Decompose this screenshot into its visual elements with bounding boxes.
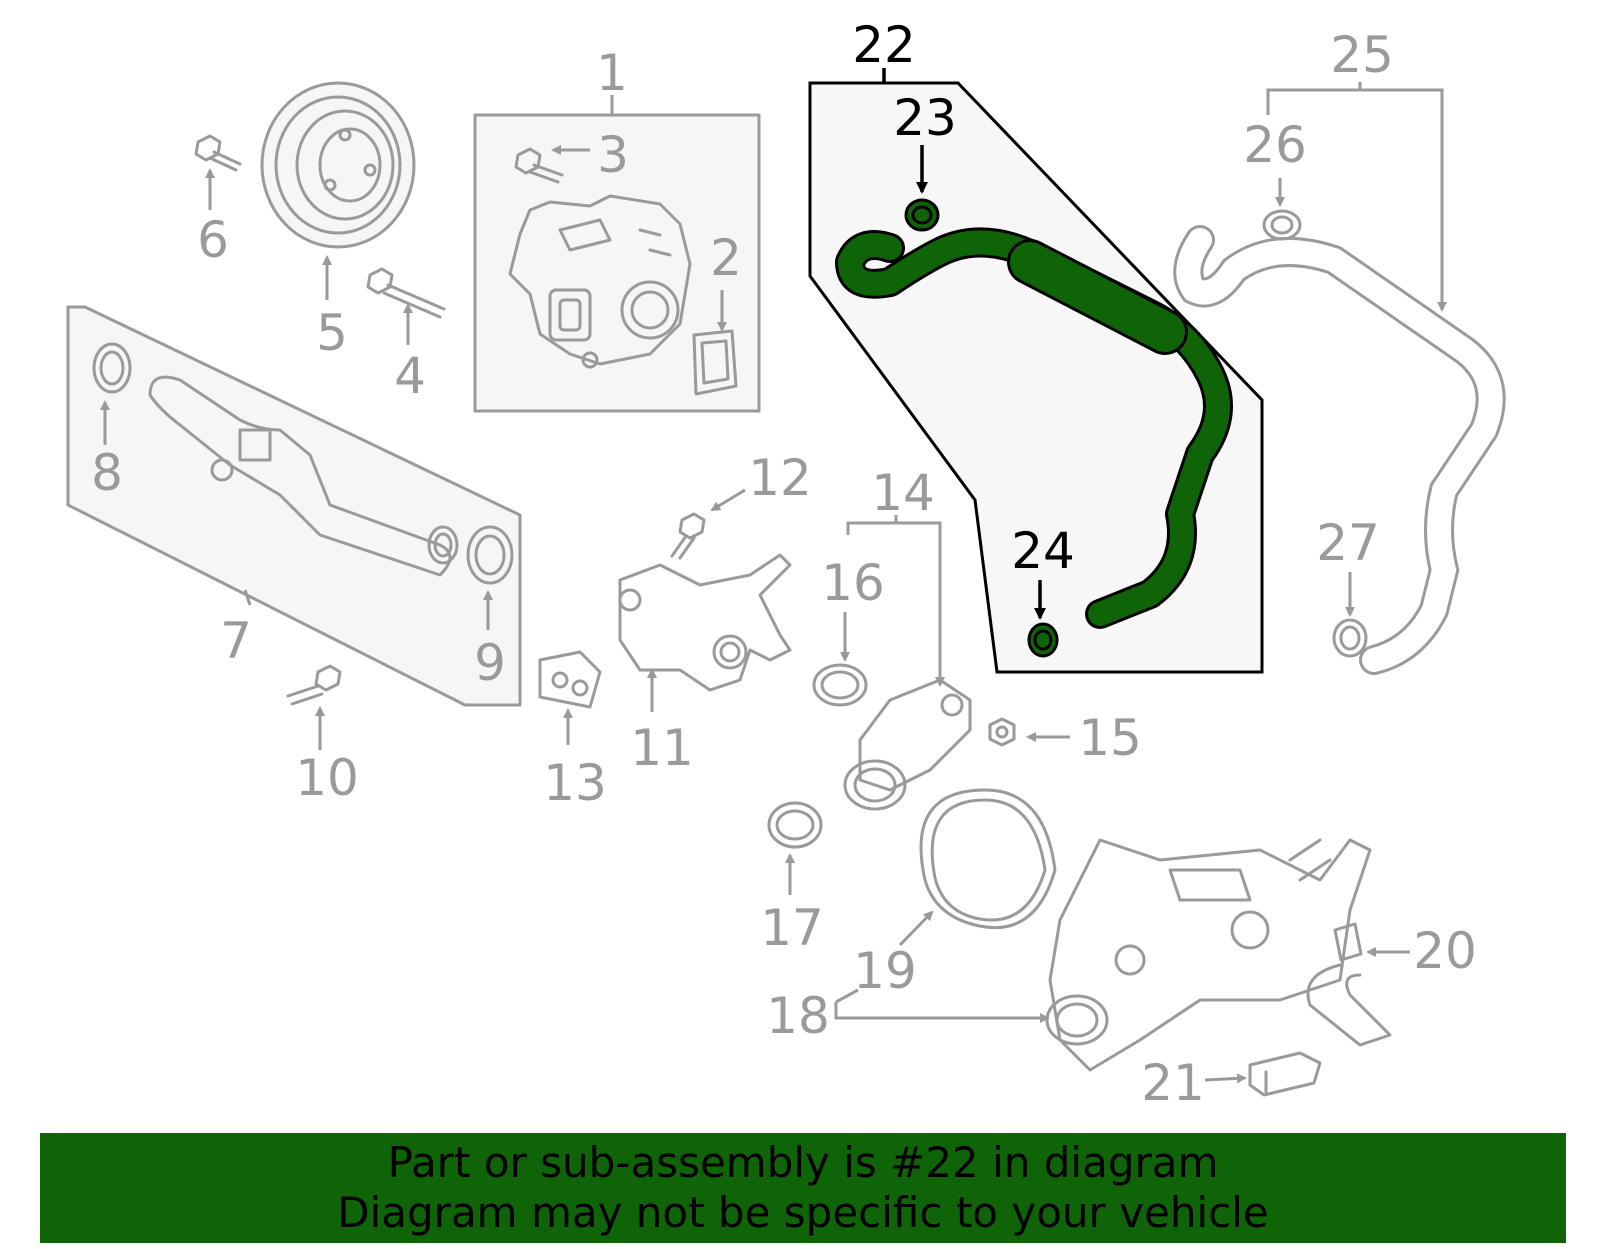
thermostat-assembly-18-part bbox=[1045, 838, 1372, 1072]
callout-23: 23 bbox=[893, 89, 957, 147]
footer-banner: Part or sub-assembly is #22 in diagram D… bbox=[40, 1133, 1566, 1243]
callout-9: 9 bbox=[474, 634, 506, 692]
callout-2: 2 bbox=[710, 229, 742, 287]
callout-22: 22 bbox=[852, 16, 916, 74]
callout-19: 19 bbox=[853, 942, 917, 1000]
clamp-24-part bbox=[1027, 622, 1059, 658]
callout-14: 14 bbox=[871, 464, 935, 522]
pipe-part bbox=[148, 375, 459, 577]
gasket-2-part bbox=[692, 329, 738, 396]
pulley-part bbox=[260, 81, 416, 249]
clamp-23-part bbox=[904, 198, 940, 232]
thermostat-housing-14-part bbox=[843, 678, 972, 811]
bolt-3-part bbox=[514, 147, 564, 184]
callout-12: 12 bbox=[748, 449, 812, 507]
gasket-13-part bbox=[538, 650, 602, 709]
clamp-26-part bbox=[1262, 209, 1302, 241]
callout-5: 5 bbox=[316, 304, 348, 362]
water-pump-part bbox=[508, 194, 692, 369]
callout-27: 27 bbox=[1316, 514, 1380, 572]
bolt-6-part bbox=[194, 134, 242, 172]
bolt-12-part bbox=[670, 512, 706, 560]
oring-9-part bbox=[466, 525, 514, 585]
callout-25: 25 bbox=[1330, 26, 1394, 84]
callout-26: 26 bbox=[1243, 116, 1307, 174]
oring-8-part bbox=[92, 342, 132, 394]
pipe-box bbox=[66, 305, 522, 707]
footer-line-2: Diagram may not be specific to your vehi… bbox=[337, 1188, 1269, 1237]
callout-21: 21 bbox=[1141, 1054, 1205, 1112]
callout-3: 3 bbox=[597, 126, 629, 184]
clamp-27-part bbox=[1332, 618, 1368, 658]
hose-22-part bbox=[835, 227, 1233, 629]
bolt-4-part bbox=[366, 267, 446, 319]
callout-4: 4 bbox=[394, 347, 426, 405]
sensor-21-part bbox=[1248, 1051, 1322, 1097]
footer-line-1: Part or sub-assembly is #22 in diagram bbox=[387, 1138, 1219, 1187]
callout-13: 13 bbox=[543, 754, 607, 812]
clamp-16-part bbox=[812, 663, 868, 707]
callout-8: 8 bbox=[91, 444, 123, 502]
callout-7: 7 bbox=[220, 612, 252, 670]
callout-1: 1 bbox=[596, 44, 628, 102]
nut-15-part bbox=[988, 717, 1016, 747]
housing-11-part bbox=[618, 553, 792, 692]
callout-15: 15 bbox=[1078, 709, 1142, 767]
clamp-17-part bbox=[767, 801, 823, 849]
callout-17: 17 bbox=[760, 899, 824, 957]
callout-11: 11 bbox=[630, 719, 694, 777]
callout-16: 16 bbox=[821, 554, 885, 612]
sensor-20-part bbox=[1306, 922, 1392, 1047]
bolt-10-part bbox=[286, 664, 342, 706]
gasket-19-part bbox=[919, 788, 1057, 930]
hose-25-part bbox=[1173, 225, 1506, 675]
callout-20: 20 bbox=[1413, 922, 1477, 980]
callout-10: 10 bbox=[295, 749, 359, 807]
callout-18: 18 bbox=[766, 987, 830, 1045]
callout-6: 6 bbox=[197, 211, 229, 269]
callout-24: 24 bbox=[1011, 522, 1075, 580]
